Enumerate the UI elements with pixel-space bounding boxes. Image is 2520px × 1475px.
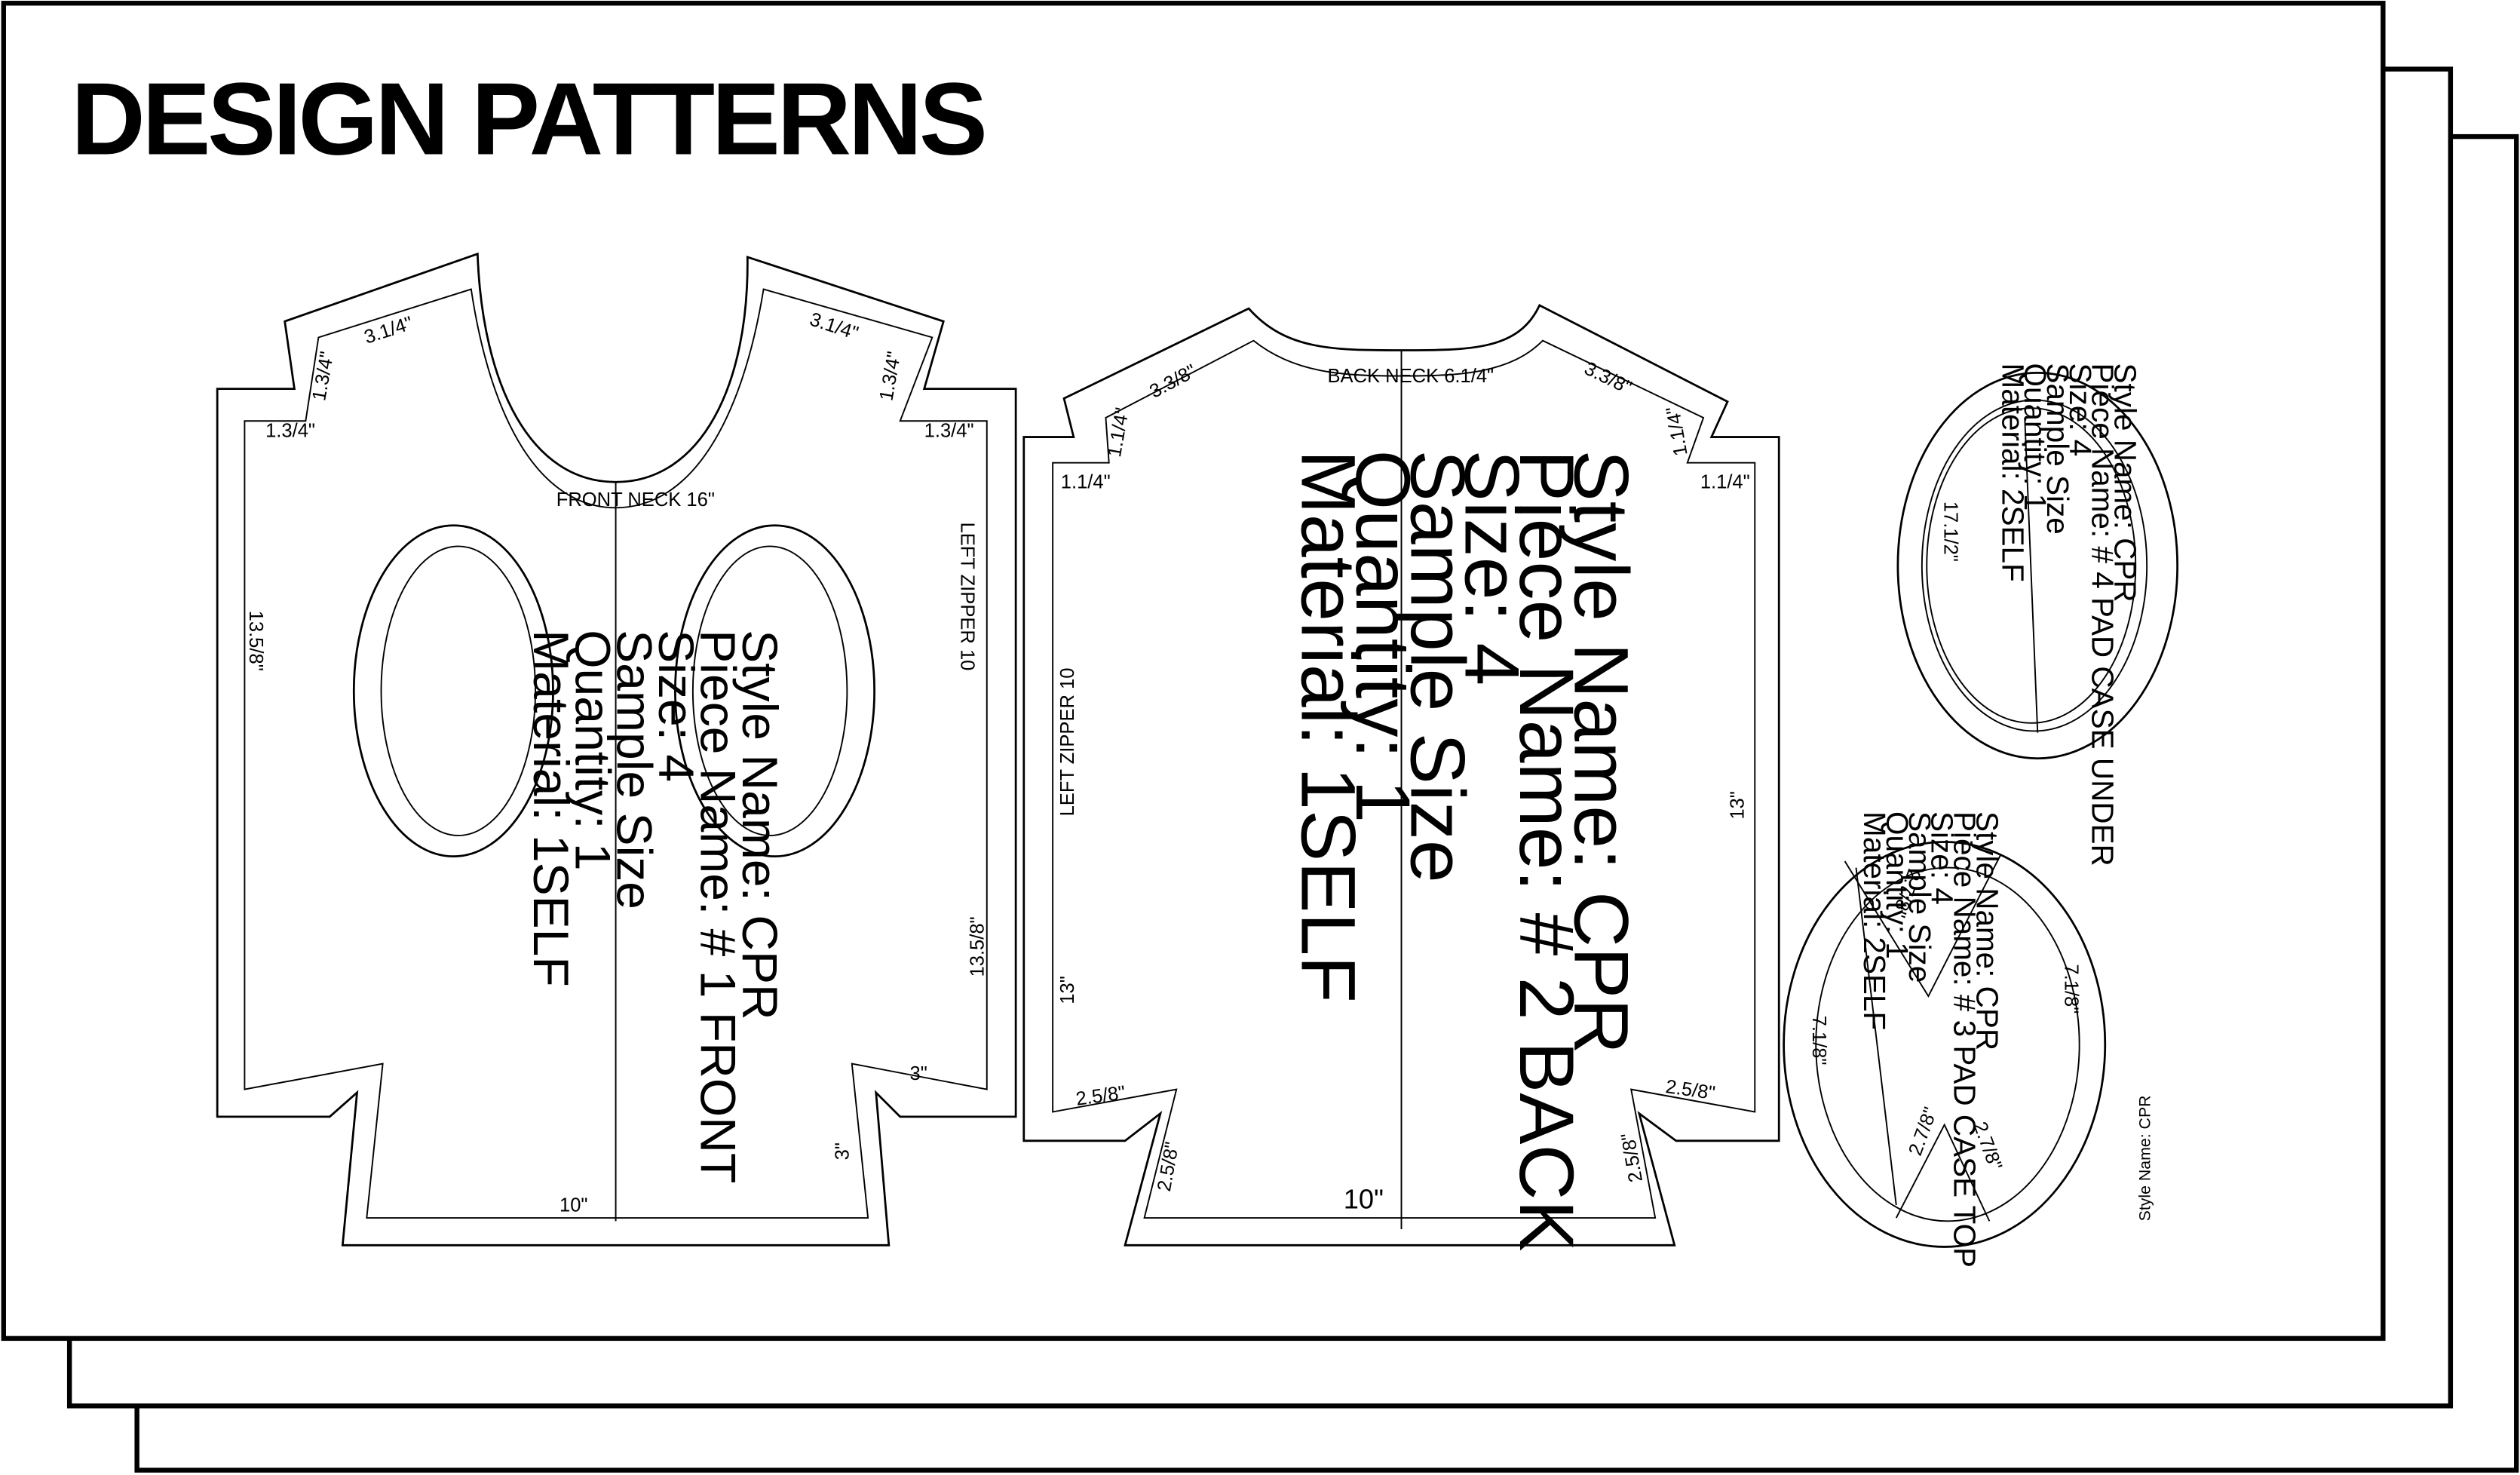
svg-text:Style Name: CPR: Style Name: CPR: [2108, 363, 2143, 603]
svg-text:Piece Name: # 4 PAD CASE UNDER: Piece Name: # 4 PAD CASE UNDER: [2086, 363, 2120, 866]
pad-top-info: Style Name: CPR Piece Name: # 3 PAD CASE…: [1857, 811, 2004, 1268]
svg-text:Style Name: CPR: Style Name: CPR: [1970, 811, 2004, 1050]
front-neck-label: FRONT NECK 16": [556, 489, 715, 511]
front-zipper-label: LEFT ZIPPER 10: [957, 522, 978, 670]
svg-text:Sample Size: Sample Size: [2040, 363, 2075, 535]
front-armhole-left: 1.3/4": [265, 421, 315, 442]
svg-text:Sample Size: Sample Size: [607, 630, 663, 909]
front-leg-height: 3": [832, 1142, 854, 1160]
back-zipper-label: LEFT ZIPPER 10: [1057, 668, 1078, 817]
front-side-right: 13.5/8": [967, 916, 989, 977]
svg-text:Material: 1SELF: Material: 1SELF: [1285, 450, 1372, 1003]
front-piece-info: Style Name: CPR Piece Name: # 1 FRONT Si…: [523, 630, 788, 1183]
svg-text:Quantity: 1: Quantity: 1: [565, 630, 621, 870]
pad-top-measure-b: 7.1/8": [1808, 1016, 1829, 1066]
back-side-right: 13": [1727, 791, 1748, 820]
svg-text:Material: 2SELF: Material: 2SELF: [1857, 811, 1892, 1030]
back-side-left: 13": [1057, 976, 1078, 1004]
svg-text:Sample Size: Sample Size: [1902, 811, 1937, 983]
svg-text:Size: 4: Size: 4: [648, 630, 704, 782]
svg-text:Quantity: 1: Quantity: 1: [1340, 450, 1427, 823]
svg-text:Quantity: 1: Quantity: 1: [1880, 811, 1915, 959]
back-bottom-width: 10": [1344, 1183, 1384, 1214]
svg-text:Style Name: CPR: Style Name: CPR: [1559, 450, 1645, 1054]
pad-under-measure: 17.1/2": [1940, 501, 1961, 562]
svg-text:Quantity: 1: Quantity: 1: [2018, 363, 2052, 511]
front-side-left: 13.5/8": [245, 611, 266, 671]
svg-text:Size: 4: Size: 4: [1449, 450, 1536, 686]
back-piece-info: Style Name: CPR Piece Name: # 2 BACK Siz…: [1285, 450, 1645, 1252]
svg-text:Size: 4: Size: 4: [1925, 811, 1960, 905]
pad-under-info: Style Name: CPR Piece Name: # 4 PAD CASE…: [1995, 363, 2142, 866]
front-bottom-width: 10": [559, 1195, 588, 1216]
svg-text:Style Name: CPR: Style Name: CPR: [732, 630, 788, 1020]
front-leg-width: 3": [910, 1063, 927, 1084]
page-title: DESIGN PATTERNS: [71, 62, 984, 176]
pattern-piece-back: BACK NECK 6.1/4" 3.3/8" 3.3/8" 1.1/4" 1.…: [1022, 303, 1780, 1252]
svg-text:Piece Name: # 1 FRONT: Piece Name: # 1 FRONT: [691, 630, 746, 1183]
svg-text:Material: 2SELF: Material: 2SELF: [1995, 363, 2030, 582]
svg-text:Sample Size: Sample Size: [1394, 450, 1481, 883]
back-armhole-right: 1.1/4": [1700, 472, 1750, 493]
svg-text:Material: 1SELF: Material: 1SELF: [523, 630, 579, 987]
svg-text:Piece Name: # 3 PAD CASE TOP: Piece Name: # 3 PAD CASE TOP: [1947, 811, 1982, 1268]
pattern-piece-pad-case-top: 7.1/8" 7.1/8" 2.7/8" 2.7/8" 2.7/8" Style…: [1783, 811, 2107, 1268]
pattern-piece-front: FRONT NECK 16" 3.1/4" 3.1/4" 1.3/4" 1.3/…: [216, 252, 1017, 1247]
front-armhole-right: 1.3/4": [924, 421, 974, 442]
back-armhole-left: 1.1/4": [1061, 472, 1111, 493]
svg-text:Piece Name: # 2 BACK: Piece Name: # 2 BACK: [1504, 450, 1590, 1252]
footer-style-name: Style Name: CPR: [2135, 1095, 2154, 1221]
pattern-piece-pad-case-under: 17.1/2" Style Name: CPR Piece Name: # 4 …: [1896, 363, 2179, 866]
pad-top-measure-a: 7.1/8": [2060, 964, 2081, 1013]
back-neck-label: BACK NECK 6.1/4": [1327, 366, 1494, 387]
svg-text:Size: 4: Size: 4: [2063, 363, 2098, 457]
